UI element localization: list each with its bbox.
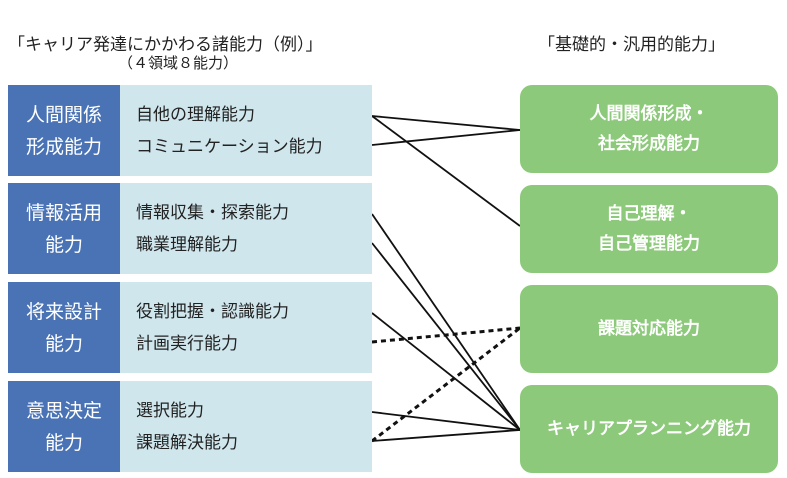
capability-line: 課題対応能力 bbox=[598, 319, 700, 339]
group-head: 意思決定 能力 bbox=[8, 381, 120, 472]
group-body: 選択能力 課題解決能力 bbox=[120, 381, 372, 472]
capability-line: キャリアプランニング能力 bbox=[547, 419, 751, 439]
group-head-line: 将来設計 bbox=[25, 300, 102, 323]
ability-item: 計画実行能力 bbox=[136, 333, 238, 354]
ability-item: 選択能力 bbox=[136, 400, 204, 421]
link-line-6 bbox=[371, 326, 521, 344]
left-subtitle: （４領域８能力） bbox=[118, 54, 239, 72]
ability-item: 役割把握・認識能力 bbox=[136, 301, 289, 322]
ability-item: コミュニケーション能力 bbox=[136, 136, 323, 157]
group-head-line: 能力 bbox=[44, 233, 83, 256]
right-title: 「基礎的・汎用的能力」 bbox=[538, 35, 725, 55]
ability-item: 課題解決能力 bbox=[136, 432, 238, 453]
capability-social: 人間関係形成・ 社会形成能力 bbox=[520, 85, 778, 173]
group-body: 自他の理解能力 コミュニケーション能力 bbox=[120, 85, 372, 176]
capability-line: 自己理解・ bbox=[606, 204, 692, 224]
capability-task: 課題対応能力 bbox=[520, 285, 778, 373]
link-line-8 bbox=[371, 429, 521, 442]
group-decision: 意思決定 能力 選択能力 課題解決能力 bbox=[8, 381, 372, 472]
capability-career-planning: キャリアプランニング能力 bbox=[520, 385, 778, 473]
left-title: 「キャリア発達にかかわる諸能力（例）」 bbox=[8, 35, 323, 55]
group-head-line: 形成能力 bbox=[25, 135, 102, 158]
group-head-line: 能力 bbox=[44, 332, 83, 355]
capability-line: 人間関係形成・ bbox=[589, 104, 709, 124]
group-head-line: 意思決定 bbox=[25, 399, 102, 422]
link-line-0 bbox=[371, 115, 521, 131]
link-line-1 bbox=[371, 115, 521, 227]
capability-line: 自己管理能力 bbox=[598, 234, 700, 254]
group-head: 情報活用 能力 bbox=[8, 183, 120, 274]
link-line-2 bbox=[371, 129, 521, 146]
ability-item: 職業理解能力 bbox=[136, 234, 238, 255]
group-head: 人間関係 形成能力 bbox=[8, 85, 120, 176]
group-future-design: 将来設計 能力 役割把握・認識能力 計画実行能力 bbox=[8, 282, 372, 373]
group-head-line: 能力 bbox=[44, 431, 83, 454]
group-head: 将来設計 能力 bbox=[8, 282, 120, 373]
group-body: 情報収集・探索能力 職業理解能力 bbox=[120, 183, 372, 274]
ability-item: 自他の理解能力 bbox=[136, 104, 255, 125]
link-line-9 bbox=[371, 326, 521, 443]
group-body: 役割把握・認識能力 計画実行能力 bbox=[120, 282, 372, 373]
capability-line: 社会形成能力 bbox=[598, 134, 700, 154]
group-information: 情報活用 能力 情報収集・探索能力 職業理解能力 bbox=[8, 183, 372, 274]
capability-self: 自己理解・ 自己管理能力 bbox=[520, 185, 778, 273]
link-line-5 bbox=[371, 312, 521, 431]
group-human-relations: 人間関係 形成能力 自他の理解能力 コミュニケーション能力 bbox=[8, 85, 372, 176]
ability-item: 情報収集・探索能力 bbox=[136, 202, 289, 223]
link-line-7 bbox=[371, 411, 521, 431]
group-head-line: 人間関係 bbox=[25, 103, 102, 126]
link-line-3 bbox=[371, 213, 521, 431]
group-head-line: 情報活用 bbox=[25, 201, 102, 224]
